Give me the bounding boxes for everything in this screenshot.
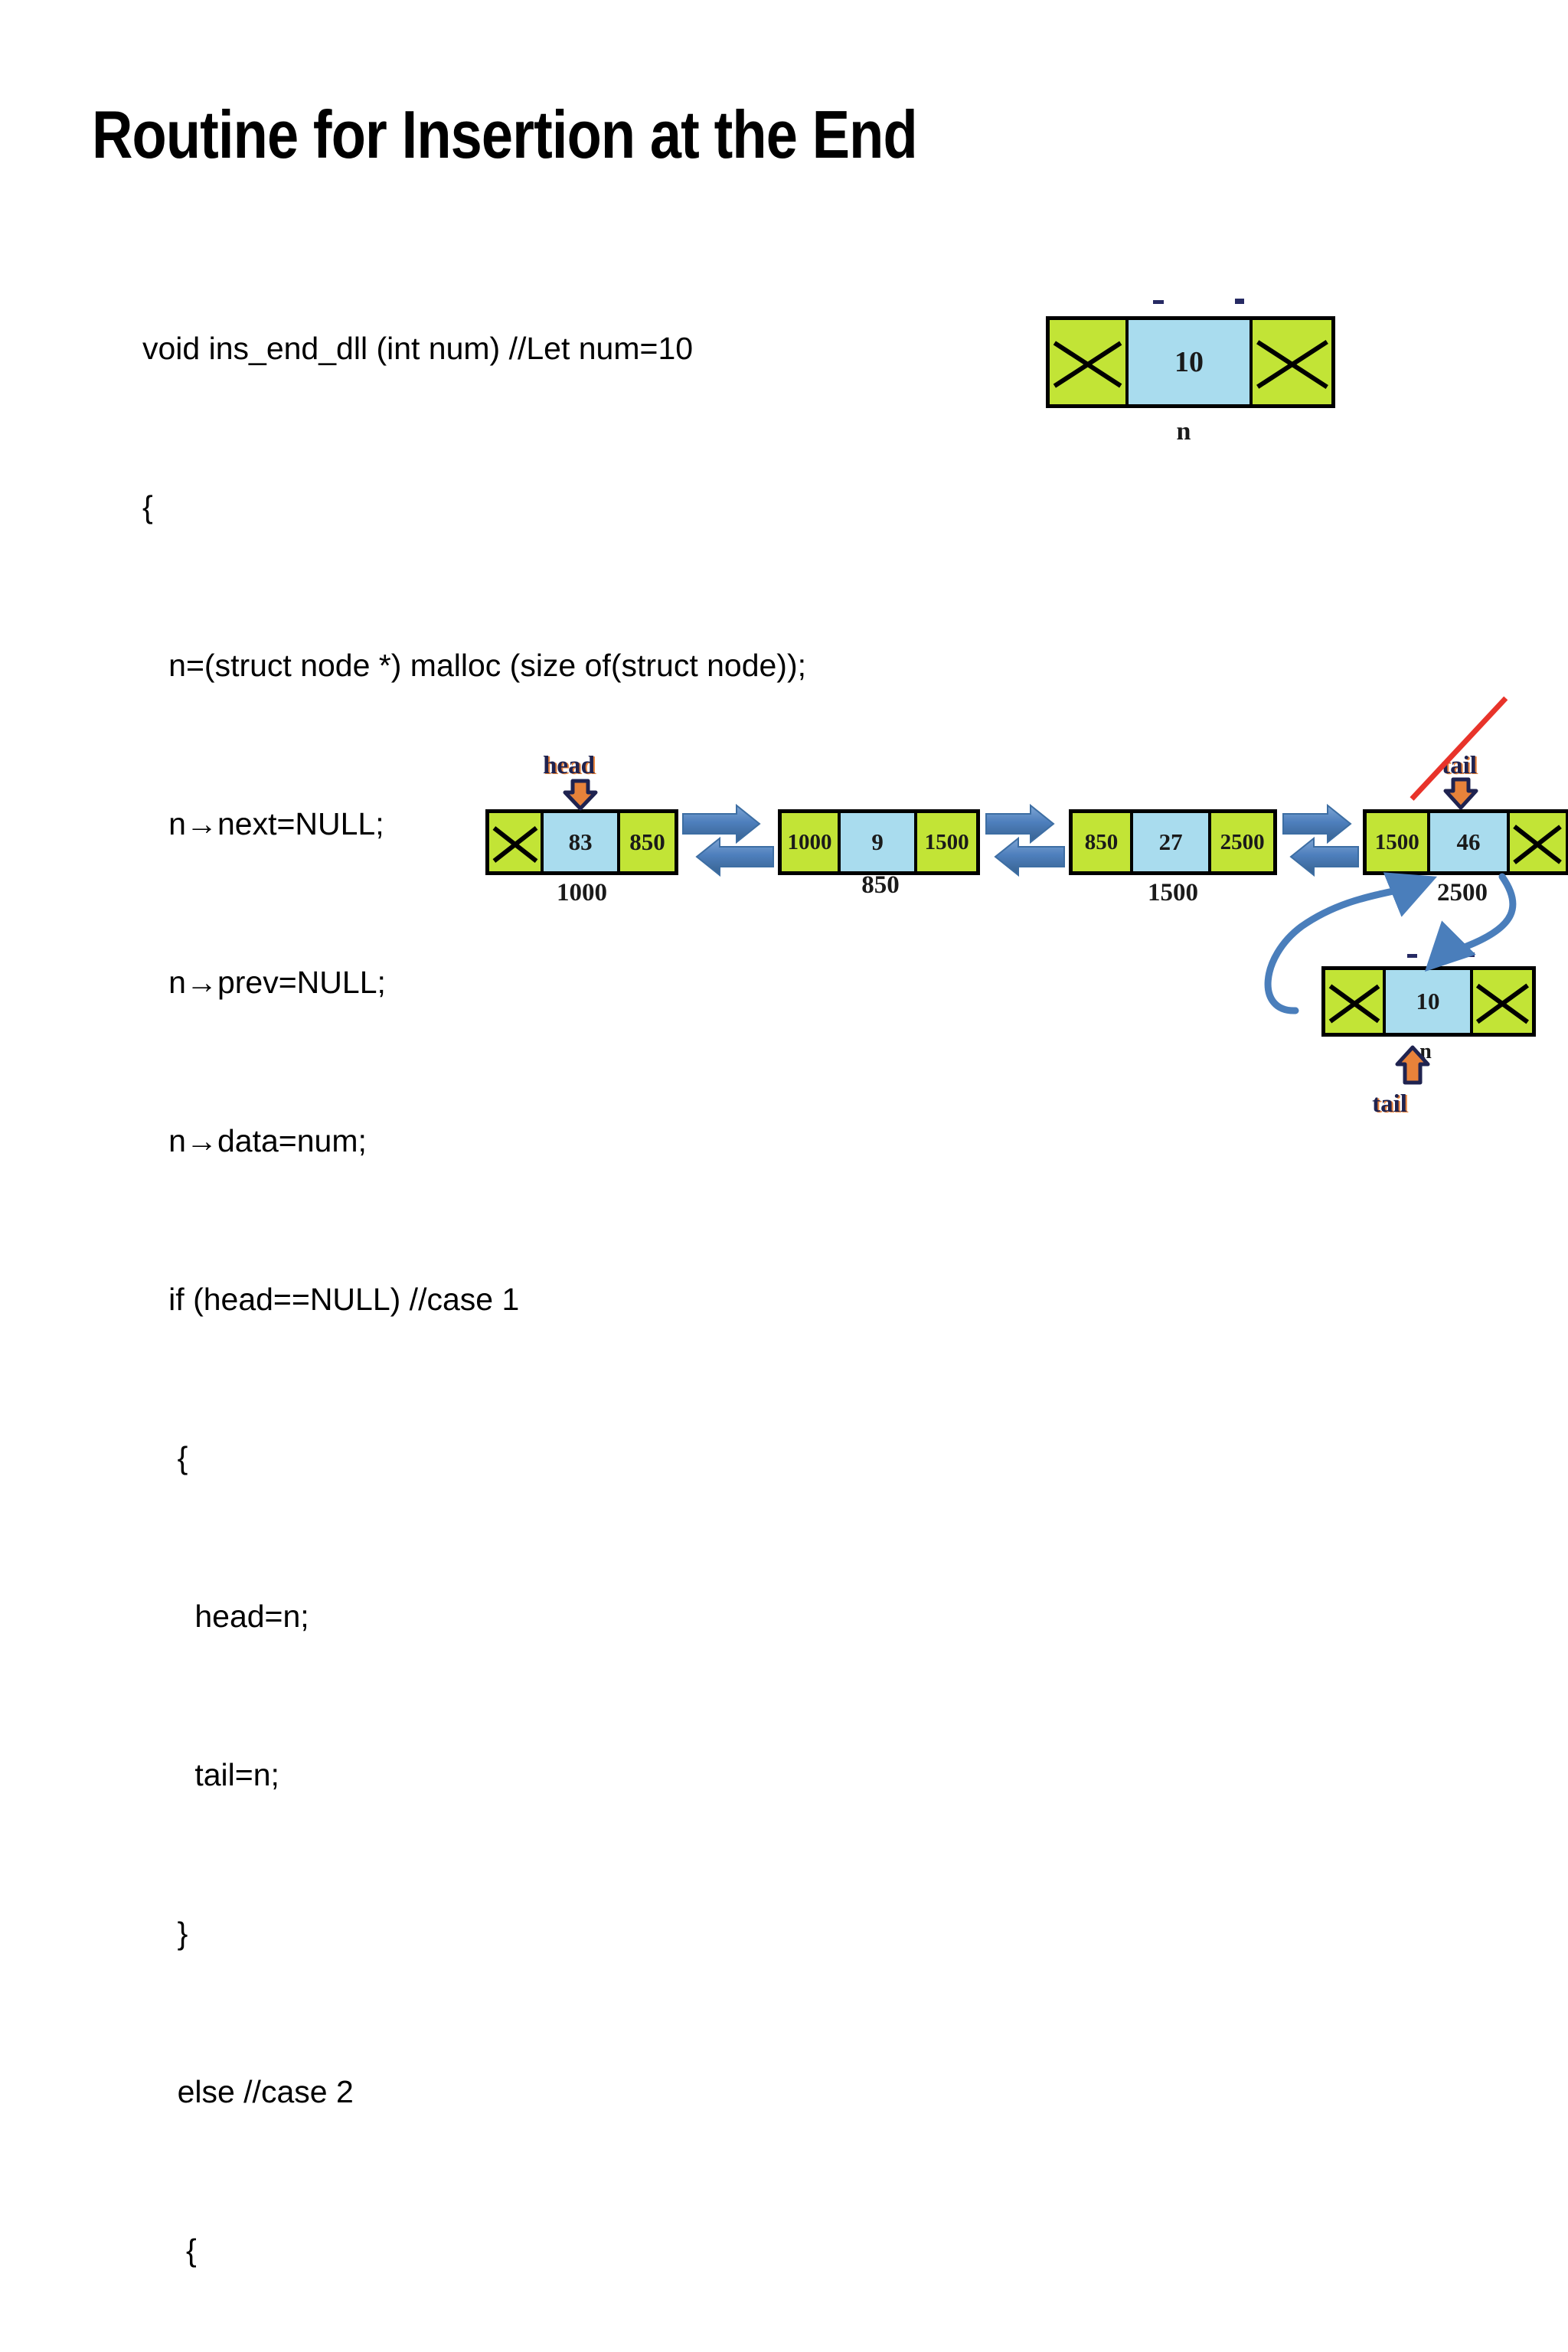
link-arrow-prev-2 — [994, 836, 1065, 877]
list-node-2: 1000 9 1500 — [778, 809, 980, 875]
node-marker-dash — [1235, 299, 1244, 304]
node-next-cell: 2500 — [1211, 813, 1273, 871]
code-line: n→next=NULL; — [142, 806, 384, 841]
node-next-cell — [1509, 813, 1566, 871]
link-arrow-prev-3 — [1289, 836, 1359, 877]
code-line: n→data=num; — [142, 1123, 367, 1158]
link-arrow-next-2 — [985, 803, 1055, 844]
tail-pointer-label-old: tail — [1442, 752, 1477, 779]
new-node-bottom: 10 — [1321, 966, 1536, 1037]
code-line: { — [142, 2233, 197, 2268]
node-prev-cell: 850 — [1073, 813, 1134, 871]
tail-pointer-label-new: tail — [1372, 1090, 1407, 1118]
node-prev-cell — [1050, 320, 1129, 404]
tail-strikethrough — [1410, 696, 1508, 801]
node-prev-cell — [489, 813, 544, 871]
node-prev-cell: 1500 — [1367, 813, 1431, 871]
code-line: if (head==NULL) //case 1 — [142, 1282, 520, 1317]
list-node-4-address: 2500 — [1437, 879, 1488, 906]
node-marker-dash — [1467, 952, 1475, 957]
list-node-4: 1500 46 — [1363, 809, 1568, 875]
new-node-top: 10 — [1046, 316, 1335, 408]
node-next-cell: 1500 — [917, 813, 976, 871]
code-line: tail=n; — [142, 1757, 279, 1792]
node-next-cell — [1472, 970, 1532, 1033]
node-data-cell: 10 — [1129, 320, 1253, 404]
node-next-cell: 850 — [620, 813, 675, 871]
head-pointer-label: head — [543, 752, 595, 779]
node-data-cell: 83 — [544, 813, 621, 871]
page-title: Routine for Insertion at the End — [92, 96, 918, 172]
code-line: else //case 2 — [142, 2074, 354, 2109]
new-node-bottom-label: n — [1419, 1040, 1432, 1063]
link-arrow-next-3 — [1282, 803, 1352, 844]
code-line: head=n; — [142, 1599, 309, 1634]
code-line: } — [142, 1916, 188, 1951]
list-node-1-address: 1000 — [557, 879, 607, 906]
slide-canvas: Routine for Insertion at the End void in… — [0, 0, 1568, 1176]
node-next-cell — [1252, 320, 1331, 404]
code-listing: void ins_end_dll (int num) //Let num=10 … — [142, 217, 806, 2352]
node-prev-cell — [1325, 970, 1387, 1033]
node-data-cell: 27 — [1133, 813, 1212, 871]
node-data-cell: 10 — [1386, 970, 1473, 1033]
node-data-cell: 9 — [841, 813, 918, 871]
list-node-3-address: 1500 — [1148, 879, 1198, 906]
node-data-cell: 46 — [1430, 813, 1510, 871]
tail-pointer-arrow-old — [1443, 777, 1478, 810]
node-prev-cell: 1000 — [782, 813, 841, 871]
new-node-top-label: n — [1176, 417, 1191, 446]
code-line: n→prev=NULL; — [142, 965, 386, 1000]
list-node-2-address: 850 — [861, 871, 900, 899]
list-node-1: 83 850 — [485, 809, 678, 875]
code-line: n=(struct node *) malloc (size of(struct… — [142, 648, 807, 683]
code-line: { — [142, 489, 153, 524]
list-node-3: 850 27 2500 — [1069, 809, 1277, 875]
node-marker-dash — [1407, 954, 1417, 958]
code-line: { — [142, 1440, 188, 1475]
node-marker-dash — [1153, 300, 1164, 304]
code-line: void ins_end_dll (int num) //Let num=10 — [142, 331, 694, 366]
